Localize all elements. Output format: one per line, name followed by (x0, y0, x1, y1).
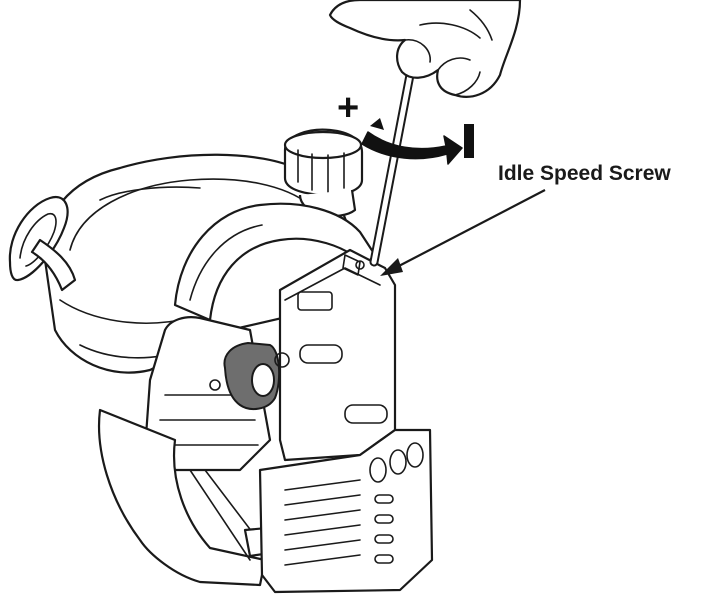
cooling-fins (258, 428, 434, 594)
primer-bulb (209, 341, 290, 411)
rotate-arrow-icon (361, 118, 463, 165)
screwdriver (369, 70, 415, 267)
callout-arrowhead (380, 258, 403, 276)
increase-symbol: + (337, 87, 359, 129)
hand-with-screwdriver-icon (328, 0, 522, 98)
decrease-symbol (464, 124, 474, 158)
carburetor (278, 248, 397, 462)
starter-handle (8, 195, 77, 292)
idle-speed-screw-callout: Idle Speed Screw (380, 162, 671, 276)
callout-label: Idle Speed Screw (498, 162, 671, 185)
